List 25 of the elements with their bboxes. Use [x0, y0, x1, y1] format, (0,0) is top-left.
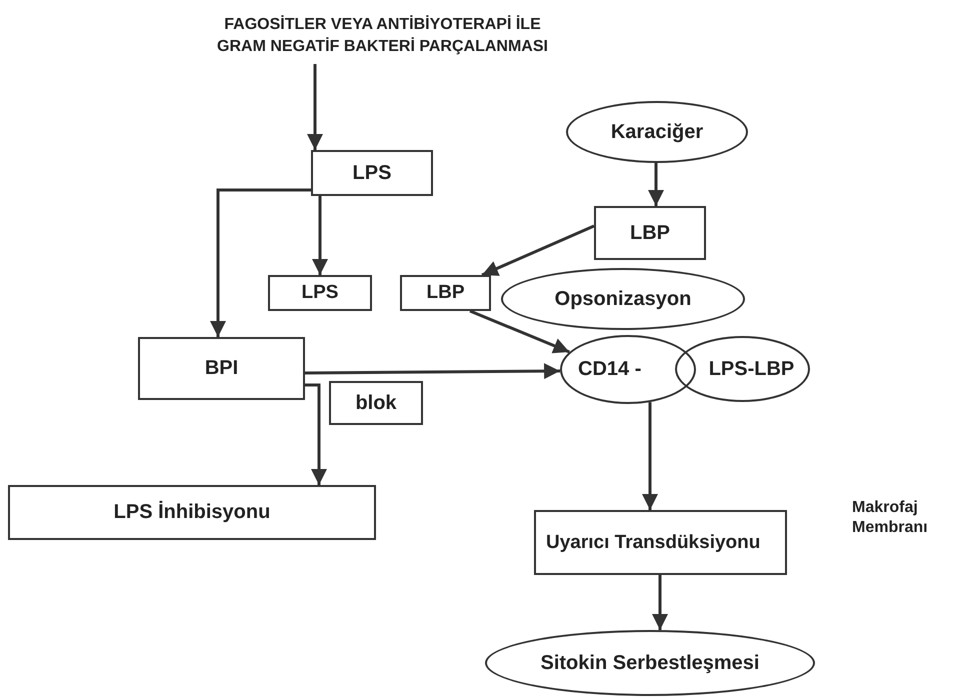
ellipse-node: Sitokin Serbestleşmesi	[485, 630, 815, 696]
process-box: LBP	[400, 275, 491, 311]
title-text: FAGOSİTLER VEYA ANTİBİYOTERAPİ İLE GRAM NEGATİF BAKTERİ PARÇALANMASI	[205, 8, 560, 64]
arrow	[304, 363, 560, 380]
arrow	[642, 402, 658, 510]
arrow	[210, 188, 311, 337]
ellipse-node: LPS-LBP	[675, 336, 810, 402]
arrow	[307, 64, 323, 150]
process-box: LPS	[268, 275, 372, 311]
process-box: LBP	[594, 206, 706, 260]
process-box: BPI	[138, 337, 305, 400]
ellipse-node: Opsonizasyon	[501, 268, 745, 330]
process-box: LPS İnhibisyonu	[8, 485, 376, 540]
arrow	[481, 224, 595, 276]
process-box: LPS	[311, 150, 433, 196]
arrow	[312, 196, 328, 275]
process-box: blok	[329, 381, 423, 425]
ellipse-node: Karaciğer	[566, 101, 748, 163]
arrow	[648, 163, 664, 206]
side-label: Makrofaj Membranı	[852, 498, 929, 538]
arrow	[652, 575, 668, 630]
ellipse-node: CD14 -	[560, 335, 696, 404]
arrow	[305, 384, 327, 485]
process-box: Uyarıcı Transdüksiyonu	[534, 510, 787, 575]
arrow	[469, 310, 570, 354]
